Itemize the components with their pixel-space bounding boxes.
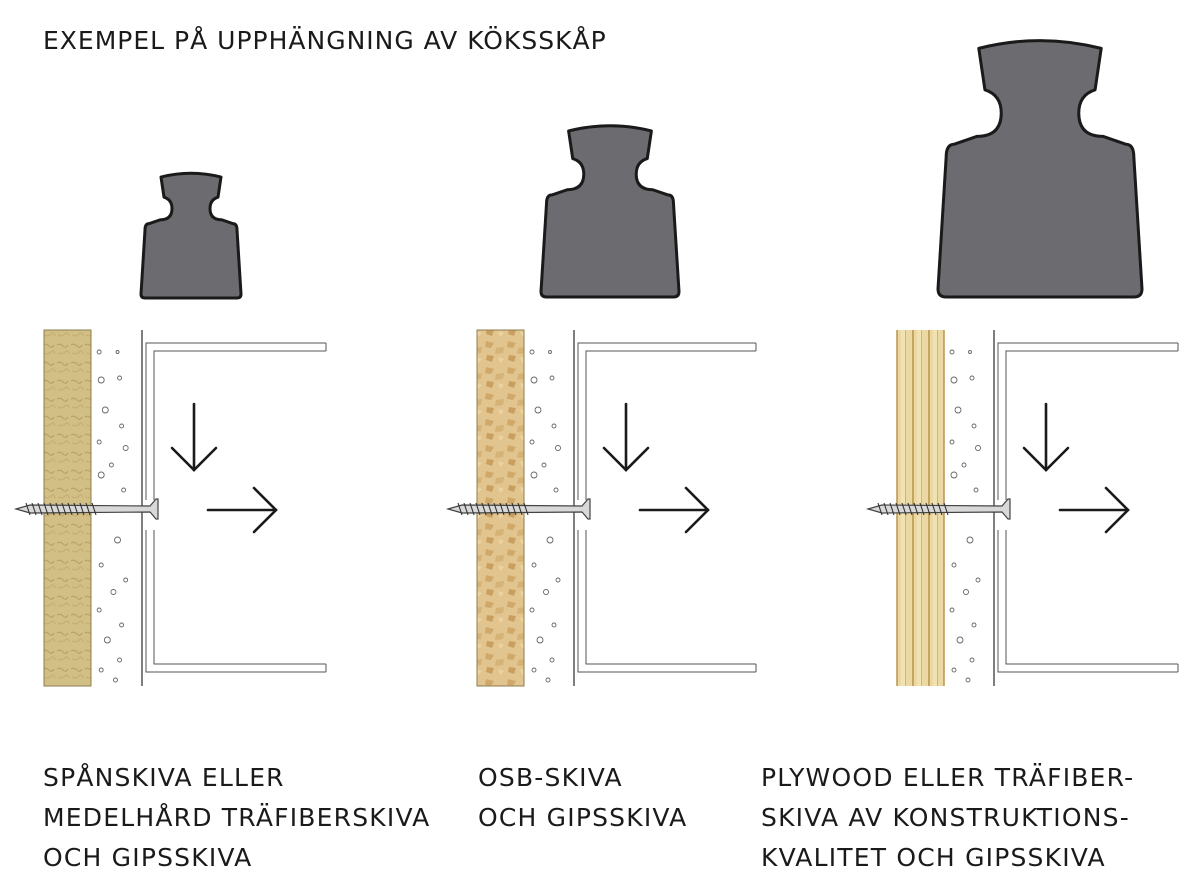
weight-large — [936, 39, 1144, 299]
panel-3 — [865, 39, 1179, 686]
caption-line: PLYWOOD ELLER TRÄFIBER- — [761, 763, 1135, 792]
caption-panel-2: OSB-SKIVA OCH GIPSSKIVA — [478, 758, 687, 838]
arrow-right-head — [684, 486, 710, 534]
caption-line: OSB-SKIVA — [478, 763, 623, 792]
force-arrows — [1022, 402, 1130, 534]
arrow-down-head — [602, 446, 650, 472]
arrow-down-head — [170, 446, 218, 472]
arrow-down-head — [1022, 446, 1070, 472]
screw-icon — [865, 498, 1011, 520]
screw-icon — [445, 498, 591, 520]
panel-2 — [445, 124, 757, 687]
cabinet-section — [145, 342, 327, 673]
cabinet-section — [577, 342, 757, 673]
screw-icon — [13, 498, 159, 520]
caption-line: SKIVA AV KONSTRUKTIONS- — [761, 803, 1130, 832]
caption-line: KVALITET OCH GIPSSKIVA — [761, 843, 1106, 872]
page-title: EXEMPEL PÅ UPPHÄNGNING AV KÖKSSKÅP — [43, 26, 607, 55]
weight-small — [139, 171, 243, 300]
panel-1 — [13, 171, 327, 687]
weight-medium — [539, 124, 681, 299]
caption-line: SPÅNSKIVA ELLER — [43, 763, 285, 792]
force-arrows — [170, 402, 278, 534]
force-arrows — [602, 402, 710, 534]
arrow-right-head — [252, 486, 278, 534]
cabinet-section — [997, 342, 1179, 673]
caption-panel-1: SPÅNSKIVA ELLER MEDELHÅRD TRÄFIBERSKIVA … — [43, 758, 430, 878]
caption-line: OCH GIPSSKIVA — [478, 803, 688, 832]
caption-panel-3: PLYWOOD ELLER TRÄFIBER- SKIVA AV KONSTRU… — [761, 758, 1134, 878]
arrow-right-head — [1104, 486, 1130, 534]
caption-line: MEDELHÅRD TRÄFIBERSKIVA — [43, 803, 431, 832]
caption-line: OCH GIPSSKIVA — [43, 843, 253, 872]
